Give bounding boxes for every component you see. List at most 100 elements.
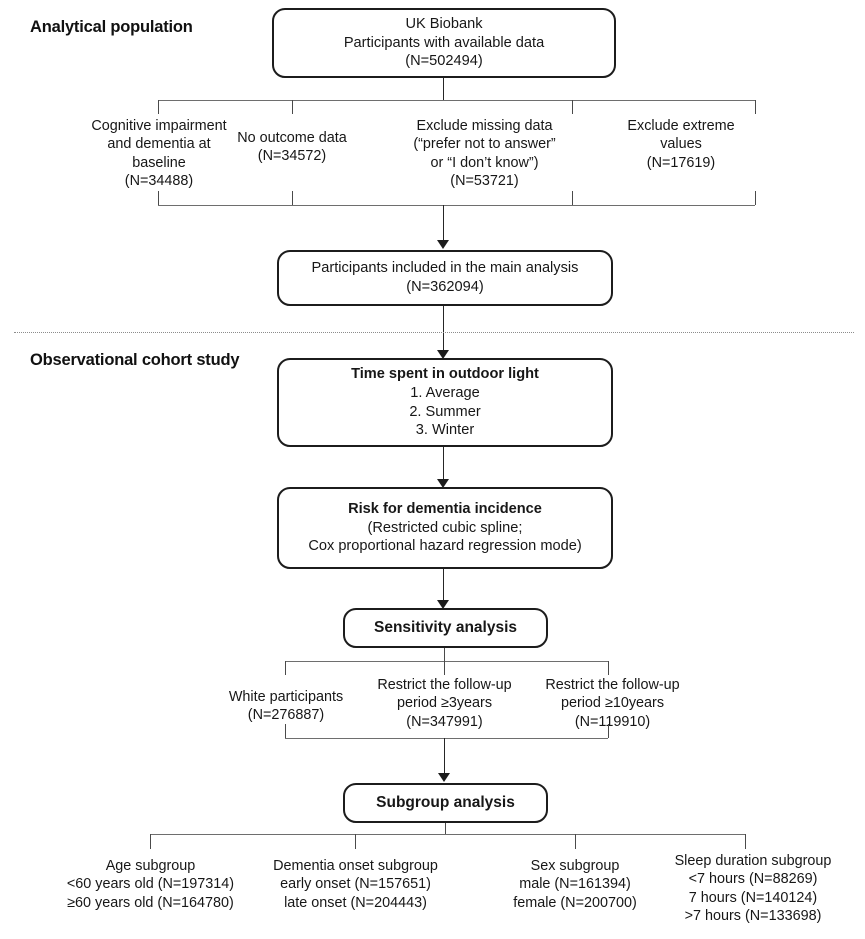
bracket-subgroup-rail bbox=[150, 834, 745, 835]
exclusion-0-line-0: Cognitive impairment bbox=[91, 118, 227, 134]
section-title-observational-cohort-study: Observational cohort study bbox=[30, 351, 240, 369]
exclusion-3-line-0: Exclude extreme bbox=[627, 118, 735, 134]
bracket-exclusions-top-drop-2 bbox=[292, 100, 293, 114]
sensitivity-branch-followup-10years: Restrict the follow-up period ≥10years (… bbox=[530, 676, 695, 731]
bracket-sensitivity-bottom-riser-1 bbox=[285, 724, 286, 738]
connector-exposure-to-outcome bbox=[443, 447, 444, 481]
connector-outcome-to-sensitivity bbox=[443, 569, 444, 602]
node-included-line-2: (N=362094) bbox=[406, 279, 484, 295]
node-sensitivity-label: Sensitivity analysis bbox=[373, 618, 518, 636]
sensitivity-2-line-0: Restrict the follow-up bbox=[545, 677, 680, 693]
node-time-spent-outdoor-light: Time spent in outdoor light 1. Average 2… bbox=[277, 358, 613, 447]
exclusion-2-line-3: (N=53721) bbox=[450, 173, 519, 190]
exclusion-0-line-3: (N=34488) bbox=[124, 173, 194, 190]
subgroup-branch-dementia-onset: Dementia onset subgroup early onset (N=1… bbox=[253, 857, 458, 912]
node-subgroup-label: Subgroup analysis bbox=[376, 793, 515, 811]
exclusion-caption-cognitive-impairment: Cognitive impairment and dementia at bas… bbox=[78, 117, 240, 191]
node-sensitivity-analysis: Sensitivity analysis bbox=[343, 608, 548, 648]
node-exposure-line-1: 1. Average bbox=[410, 384, 480, 401]
bracket-exclusions-bottom-riser-2 bbox=[292, 191, 293, 205]
bracket-subgroup-drop-2 bbox=[355, 834, 356, 849]
exclusion-1-line-1: (N=34572) bbox=[257, 148, 327, 165]
subgroup-branch-sex: Sex subgroup male (N=161394) female (N=2… bbox=[485, 857, 665, 912]
subgroup-3-line-1: <7 hours (N=88269) bbox=[688, 871, 818, 888]
node-uk-biobank-line-3: (N=502494) bbox=[405, 53, 483, 70]
exclusion-caption-extreme-values: Exclude extreme values (N=17619) bbox=[607, 117, 755, 172]
connector-sensitivity-to-subgroup bbox=[444, 738, 445, 775]
bracket-sensitivity-top-rail bbox=[285, 661, 608, 662]
bracket-exclusions-bottom-riser-3 bbox=[572, 191, 573, 205]
node-exposure-line-3: 3. Winter bbox=[415, 422, 475, 439]
subgroup-branch-age: Age subgroup <60 years old (N=197314) ≥6… bbox=[58, 857, 243, 912]
exclusion-2-line-1: (“prefer not to answer” bbox=[413, 136, 556, 153]
sensitivity-2-line-2: (N=119910) bbox=[574, 713, 651, 730]
sensitivity-1-line-1: period ≥3years bbox=[396, 695, 493, 712]
subgroup-2-line-2: female (N=200700) bbox=[513, 894, 637, 911]
sensitivity-0-line-0: White participants bbox=[228, 689, 344, 705]
subgroup-0-line-2: ≥60 years old (N=164780) bbox=[67, 894, 234, 911]
bracket-sensitivity-bottom-rail bbox=[285, 738, 608, 739]
section-divider-dotted bbox=[14, 332, 854, 333]
sensitivity-1-line-2: (N=347991) bbox=[406, 713, 483, 730]
bracket-sensitivity-bottom-riser-2 bbox=[608, 724, 609, 738]
exclusion-2-line-2: or “I don’t know”) bbox=[430, 154, 539, 171]
connector-source-to-exclusion-bracket bbox=[443, 78, 444, 100]
arrowhead-to-subgroup bbox=[438, 773, 450, 782]
bracket-sensitivity-top-drop-3 bbox=[608, 661, 609, 675]
subgroup-2-line-1: male (N=161394) bbox=[519, 876, 631, 893]
node-uk-biobank-source: UK Biobank Participants with available d… bbox=[272, 8, 616, 78]
node-exposure-heading: Time spent in outdoor light bbox=[351, 365, 539, 382]
exclusion-1-line-0: No outcome data bbox=[237, 130, 347, 146]
subgroup-branch-sleep-duration: Sleep duration subgroup <7 hours (N=8826… bbox=[651, 852, 855, 926]
sensitivity-1-line-0: Restrict the follow-up bbox=[377, 677, 512, 693]
subgroup-3-line-3: >7 hours (N=133698) bbox=[684, 908, 822, 925]
node-outcome-heading: Risk for dementia incidence bbox=[348, 500, 542, 517]
node-risk-for-dementia-incidence: Risk for dementia incidence (Restricted … bbox=[277, 487, 613, 569]
subgroup-0-line-0: Age subgroup bbox=[105, 858, 196, 874]
bracket-sensitivity-top-drop-1 bbox=[285, 661, 286, 675]
node-uk-biobank-line-1: UK Biobank bbox=[405, 15, 483, 32]
bracket-exclusions-top-drop-3 bbox=[572, 100, 573, 114]
node-participants-included: Participants included in the main analys… bbox=[277, 250, 613, 306]
exclusion-0-line-1: and dementia at bbox=[107, 136, 211, 153]
bracket-exclusions-bottom-riser-4 bbox=[755, 191, 756, 205]
node-subgroup-analysis: Subgroup analysis bbox=[343, 783, 548, 823]
bracket-exclusions-bottom-riser-1 bbox=[158, 191, 159, 205]
exclusion-2-line-0: Exclude missing data bbox=[416, 118, 553, 134]
sensitivity-2-line-1: period ≥10years bbox=[560, 695, 665, 712]
bracket-sensitivity-top-drop-2 bbox=[444, 661, 445, 675]
exclusion-0-line-2: baseline bbox=[132, 154, 186, 171]
subgroup-0-line-1: <60 years old (N=197314) bbox=[66, 876, 235, 893]
exclusion-caption-missing-data: Exclude missing data (“prefer not to ans… bbox=[392, 117, 577, 191]
bracket-exclusions-top-drop-1 bbox=[158, 100, 159, 114]
connector-sensitivity-to-bracket bbox=[444, 648, 445, 661]
connector-included-to-exposure bbox=[443, 306, 444, 352]
arrowhead-to-exposure bbox=[437, 350, 449, 359]
sensitivity-0-line-1: (N=276887) bbox=[247, 707, 325, 724]
connector-exclusion-to-included bbox=[443, 205, 444, 242]
node-outcome-line-1: (Restricted cubic spline; bbox=[367, 519, 523, 536]
sensitivity-branch-followup-3years: Restrict the follow-up period ≥3years (N… bbox=[362, 676, 527, 731]
bracket-exclusions-top-drop-4 bbox=[755, 100, 756, 114]
exclusion-3-line-2: (N=17619) bbox=[646, 154, 716, 171]
exclusion-caption-no-outcome-data: No outcome data (N=34572) bbox=[227, 129, 357, 166]
arrowhead-to-included bbox=[437, 240, 449, 249]
node-included-line-1: Participants included in the main analys… bbox=[311, 260, 579, 277]
subgroup-1-line-1: early onset (N=157651) bbox=[280, 876, 431, 893]
bracket-subgroup-drop-1 bbox=[150, 834, 151, 849]
subgroup-3-line-0: Sleep duration subgroup bbox=[674, 853, 832, 869]
bracket-exclusions-bottom-rail bbox=[158, 205, 755, 206]
arrowhead-to-sensitivity bbox=[437, 600, 449, 609]
bracket-exclusions-top-rail bbox=[158, 100, 755, 101]
subgroup-3-line-2: 7 hours (N=140124) bbox=[688, 889, 818, 906]
node-outcome-line-2: Cox proportional hazard regression mode) bbox=[308, 538, 582, 555]
subgroup-2-line-0: Sex subgroup bbox=[530, 858, 620, 874]
connector-subgroup-to-bracket bbox=[445, 823, 446, 834]
bracket-subgroup-drop-4 bbox=[745, 834, 746, 849]
subgroup-1-line-0: Dementia onset subgroup bbox=[273, 858, 438, 874]
node-exposure-line-2: 2. Summer bbox=[409, 403, 481, 420]
exclusion-3-line-1: values bbox=[660, 136, 702, 153]
section-title-analytical-population: Analytical population bbox=[30, 18, 193, 36]
sensitivity-branch-white-participants: White participants (N=276887) bbox=[202, 688, 370, 725]
